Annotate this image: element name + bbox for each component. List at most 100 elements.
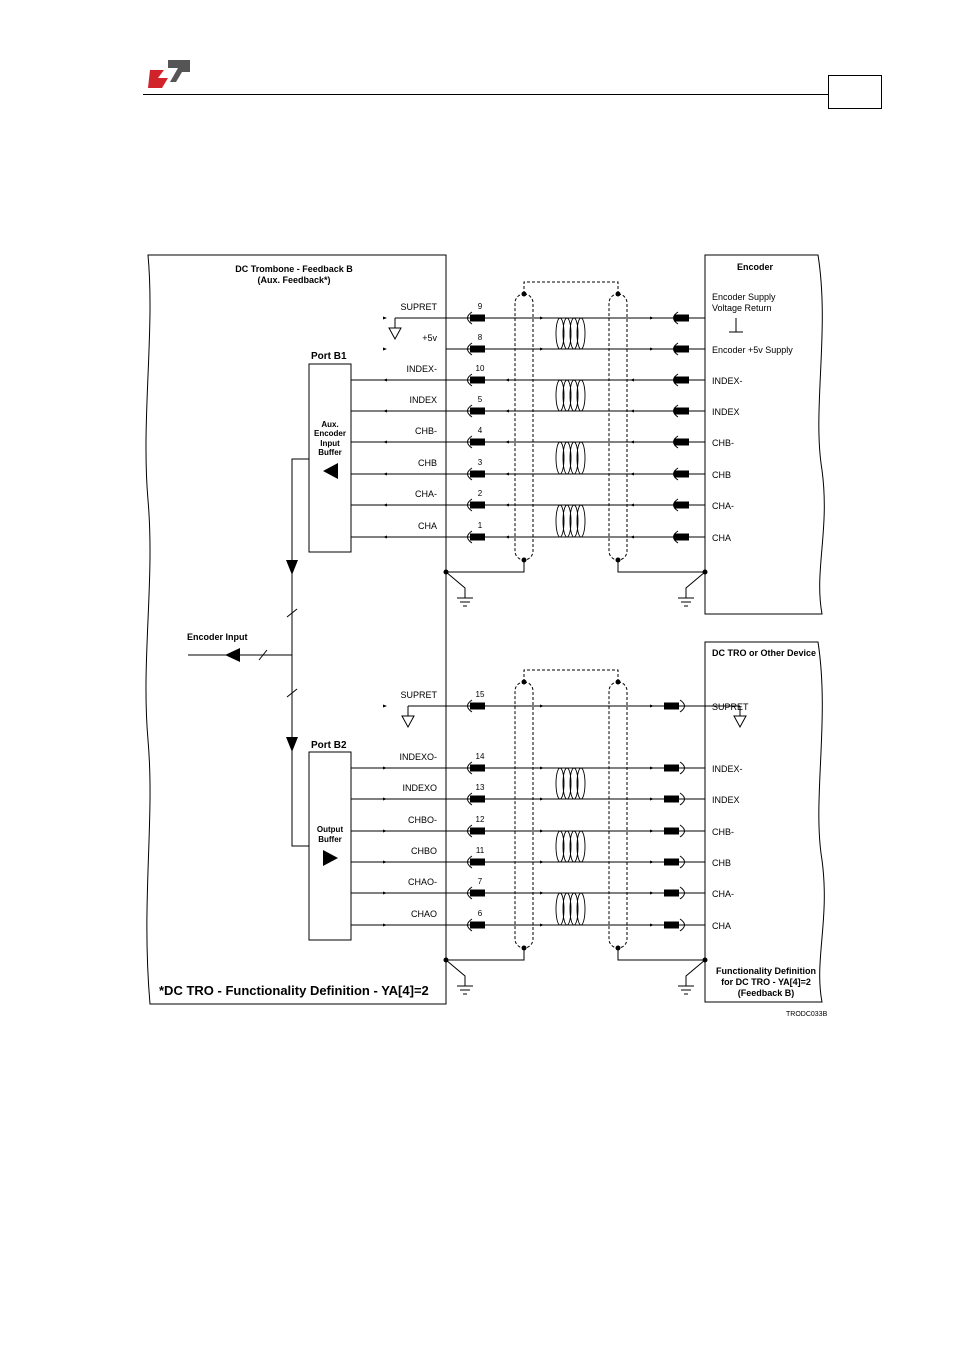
b1-buffer-line-1: Aux. bbox=[321, 420, 338, 429]
twist-coil bbox=[569, 317, 579, 350]
flow-arrow-icon bbox=[630, 409, 634, 413]
wire-right-label: CHB bbox=[712, 470, 731, 480]
connector-pin bbox=[470, 533, 485, 541]
pin-number: 15 bbox=[476, 690, 485, 699]
flow-arrow-icon bbox=[505, 378, 509, 382]
connector-pin bbox=[470, 470, 485, 478]
company-logo bbox=[148, 60, 190, 88]
pin-number: 4 bbox=[478, 426, 483, 435]
wire-right-label: CHA- bbox=[712, 889, 734, 899]
pin-number: 9 bbox=[478, 302, 483, 311]
connector-socket bbox=[679, 699, 685, 713]
flow-arrow-icon bbox=[630, 503, 634, 507]
twist-coil bbox=[562, 317, 572, 350]
flow-arrow-icon bbox=[650, 860, 654, 864]
flow-arrow-icon bbox=[383, 891, 387, 895]
page-number-box bbox=[828, 75, 882, 109]
wire-right-label: Voltage Return bbox=[712, 303, 772, 313]
encoder-box-title: Encoder bbox=[737, 262, 774, 272]
connector-socket bbox=[679, 824, 685, 838]
connector-socket bbox=[467, 311, 473, 325]
wiring-diagram: DC Trombone - Feedback B (Aux. Feedback*… bbox=[145, 254, 828, 1018]
pin-number: 14 bbox=[476, 752, 485, 761]
shield-drains bbox=[446, 560, 705, 961]
wire-left-label: CHAO bbox=[411, 909, 437, 919]
arrow-down-icon bbox=[286, 737, 298, 752]
flow-arrow-icon bbox=[383, 535, 387, 539]
flow-arrow-icon bbox=[383, 316, 387, 320]
connector-pin bbox=[470, 889, 485, 897]
connector-pin bbox=[674, 345, 689, 353]
pin-number: 2 bbox=[478, 489, 483, 498]
connector-socket bbox=[673, 498, 679, 512]
device-box-title: DC TRO or Other Device bbox=[712, 648, 816, 658]
port-b1-label: Port B1 bbox=[311, 351, 347, 362]
flow-arrow-icon bbox=[650, 923, 654, 927]
flow-arrow-icon bbox=[650, 891, 654, 895]
connector-pin bbox=[674, 533, 689, 541]
flow-arrow-icon bbox=[650, 829, 654, 833]
flow-arrow-icon bbox=[505, 409, 509, 413]
connector-socket bbox=[679, 886, 685, 900]
connector-socket bbox=[467, 824, 473, 838]
flow-arrow-icon bbox=[383, 472, 387, 476]
flow-arrow-icon bbox=[540, 766, 544, 770]
connector-socket bbox=[679, 918, 685, 932]
twist-coil bbox=[576, 379, 586, 412]
connector-pin bbox=[470, 921, 485, 929]
connector-pin bbox=[674, 376, 689, 384]
connector-socket bbox=[673, 373, 679, 387]
twist-coil bbox=[569, 441, 579, 475]
drawing-code: TRODC033B bbox=[786, 1011, 828, 1018]
connector-socket bbox=[467, 342, 473, 356]
connector-socket bbox=[467, 530, 473, 544]
flow-arrow-icon bbox=[383, 797, 387, 801]
twist-coil bbox=[576, 830, 586, 863]
wire-right-label: SUPRET bbox=[712, 702, 749, 712]
connector-socket bbox=[467, 699, 473, 713]
connector-pin bbox=[674, 470, 689, 478]
flow-arrow-icon bbox=[650, 316, 654, 320]
wire-right-label: CHB- bbox=[712, 438, 734, 448]
ground-symbols bbox=[445, 571, 706, 995]
flow-arrow-icon bbox=[383, 378, 387, 382]
connector-pin bbox=[470, 827, 485, 835]
pin-number: 10 bbox=[476, 364, 485, 373]
port-b2-label: Port B2 bbox=[311, 740, 347, 751]
connector-pin bbox=[470, 314, 485, 322]
left-device-box bbox=[145, 254, 447, 1005]
connector-pin bbox=[664, 921, 679, 929]
connector-socket bbox=[467, 498, 473, 512]
device-box bbox=[704, 641, 825, 1003]
connector-socket bbox=[467, 918, 473, 932]
twist-coil bbox=[562, 830, 572, 863]
b1-buffer-line-2: Encoder bbox=[314, 429, 346, 438]
wire-left-label: INDEXO bbox=[402, 783, 437, 793]
flow-arrow-icon bbox=[383, 766, 387, 770]
wire-left-label: INDEX- bbox=[406, 364, 437, 374]
flow-arrow-icon bbox=[505, 503, 509, 507]
pin-number: 6 bbox=[478, 909, 483, 918]
connector-pin bbox=[674, 314, 689, 322]
pin-number: 13 bbox=[476, 783, 485, 792]
connector-pin bbox=[674, 407, 689, 415]
flow-arrow-icon bbox=[383, 347, 387, 351]
arrow-down-icon bbox=[286, 560, 298, 575]
encoder-input-label: Encoder Input bbox=[187, 632, 248, 642]
port-b1-buffer bbox=[308, 363, 352, 553]
supret-ground-icon bbox=[733, 715, 747, 729]
b1-buffer-line-4: Buffer bbox=[318, 448, 342, 457]
connector-pin bbox=[470, 407, 485, 415]
flow-arrow-icon bbox=[540, 860, 544, 864]
twist-coil bbox=[576, 892, 586, 926]
left-box-subtitle: (Aux. Feedback*) bbox=[257, 275, 330, 285]
